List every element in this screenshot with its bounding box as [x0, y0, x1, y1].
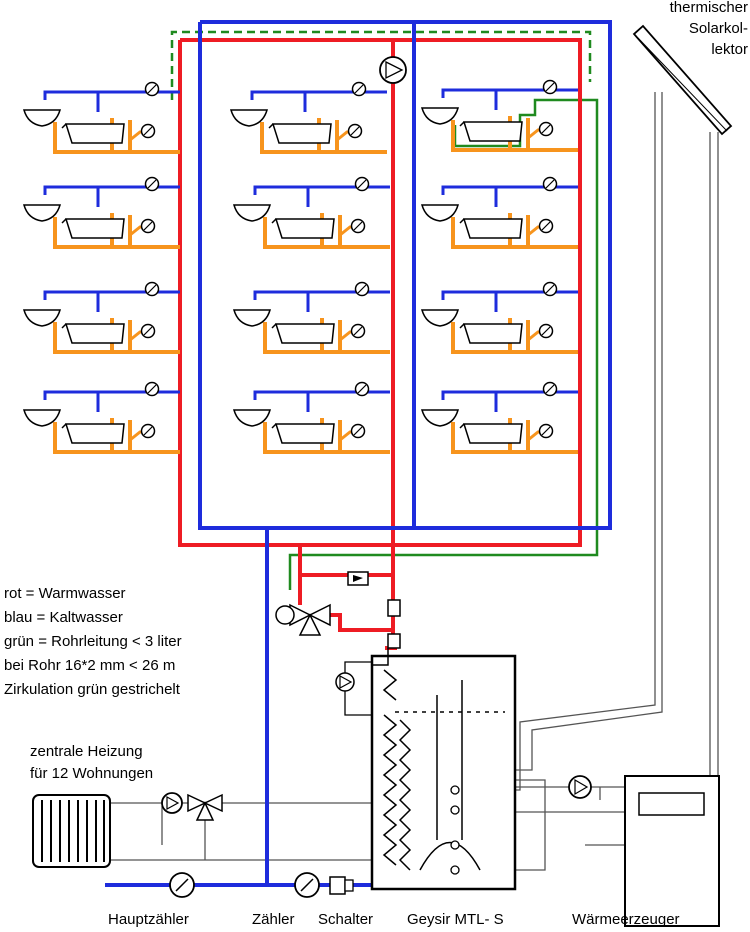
storage-label: Geysir MTL- S: [407, 911, 504, 928]
legend-circulation: Zirkulation grün gestrichelt: [4, 681, 180, 698]
main-meter-label: Hauptzähler: [108, 911, 189, 928]
heat-generator: [624, 775, 720, 927]
apartment-units: [22, 78, 580, 454]
storage-tank: [335, 648, 517, 891]
solar-label-line3: lektor: [711, 41, 748, 58]
heating-label-line1: zentrale Heizung: [30, 743, 143, 760]
solar-label-line2: Solarkol-: [688, 20, 748, 37]
heating-pump-icon: [161, 792, 183, 814]
legend-red: rot = Warmwasser: [4, 585, 126, 602]
heating-label: zentrale Heizung für 12 Wohnungen: [30, 741, 153, 785]
radiator-icon: [32, 794, 111, 868]
legend-blue: blau = Kaltwasser: [4, 609, 123, 626]
main-meter-icon: [169, 872, 195, 898]
switch-icon: [329, 876, 354, 895]
solar-collector: [632, 24, 733, 136]
meter-icon: [294, 872, 320, 898]
heat-generator-label: Wärmeerzeuger: [572, 911, 680, 928]
check-valve-icon: [347, 571, 401, 649]
legend: rot = Warmwasser blau = Kaltwasser grün …: [4, 582, 182, 702]
meter-label: Zähler: [252, 911, 295, 928]
solar-collector-label: thermischer Solarkol- lektor: [630, 0, 748, 60]
solar-label-line1: thermischer: [669, 0, 748, 16]
mixing-valve-icon: [275, 603, 331, 636]
heating-valve-icon: [187, 793, 223, 821]
heating-label-line2: für 12 Wohnungen: [30, 765, 154, 782]
legend-green: grün = Rohrleitung < 3 liter: [4, 633, 182, 650]
circulation-pump-icon: [379, 56, 407, 84]
legend-pipe: bei Rohr 16*2 mm < 26 m: [4, 657, 176, 674]
switch-label: Schalter: [318, 911, 374, 928]
heat-pump-icon: [568, 775, 592, 799]
